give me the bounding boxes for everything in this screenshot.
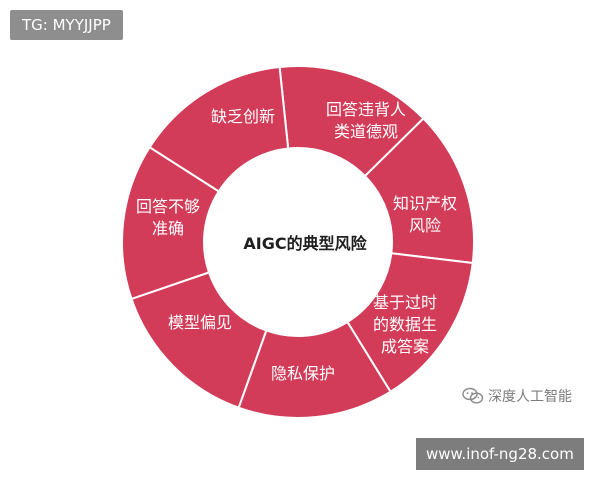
site-url-banner[interactable]: www.inof-ng28.com <box>416 438 584 470</box>
center-title: AIGC的典型风险 <box>243 234 367 253</box>
segment-label-outdated-data: 基于过时 的数据生 成答案 <box>372 293 437 356</box>
watermark: 深度人工智能 <box>462 386 572 406</box>
segment-label-model-bias: 模型偏见 <box>167 313 232 332</box>
wechat-icon <box>462 387 484 405</box>
segment-label-ethics: 回答违背人 类道德观 <box>325 100 406 141</box>
segment-label-inaccurate: 回答不够 准确 <box>135 197 200 238</box>
tag-badge: TG: MYYJJPP <box>10 10 123 40</box>
watermark-text: 深度人工智能 <box>488 389 572 405</box>
ring-segment-lack-innovation <box>148 65 290 193</box>
segment-label-lack-innovation: 缺乏创新 <box>210 107 275 126</box>
segment-label-privacy: 隐私保护 <box>270 364 335 383</box>
segment-label-ip-risk: 知识产权 风险 <box>392 194 457 235</box>
